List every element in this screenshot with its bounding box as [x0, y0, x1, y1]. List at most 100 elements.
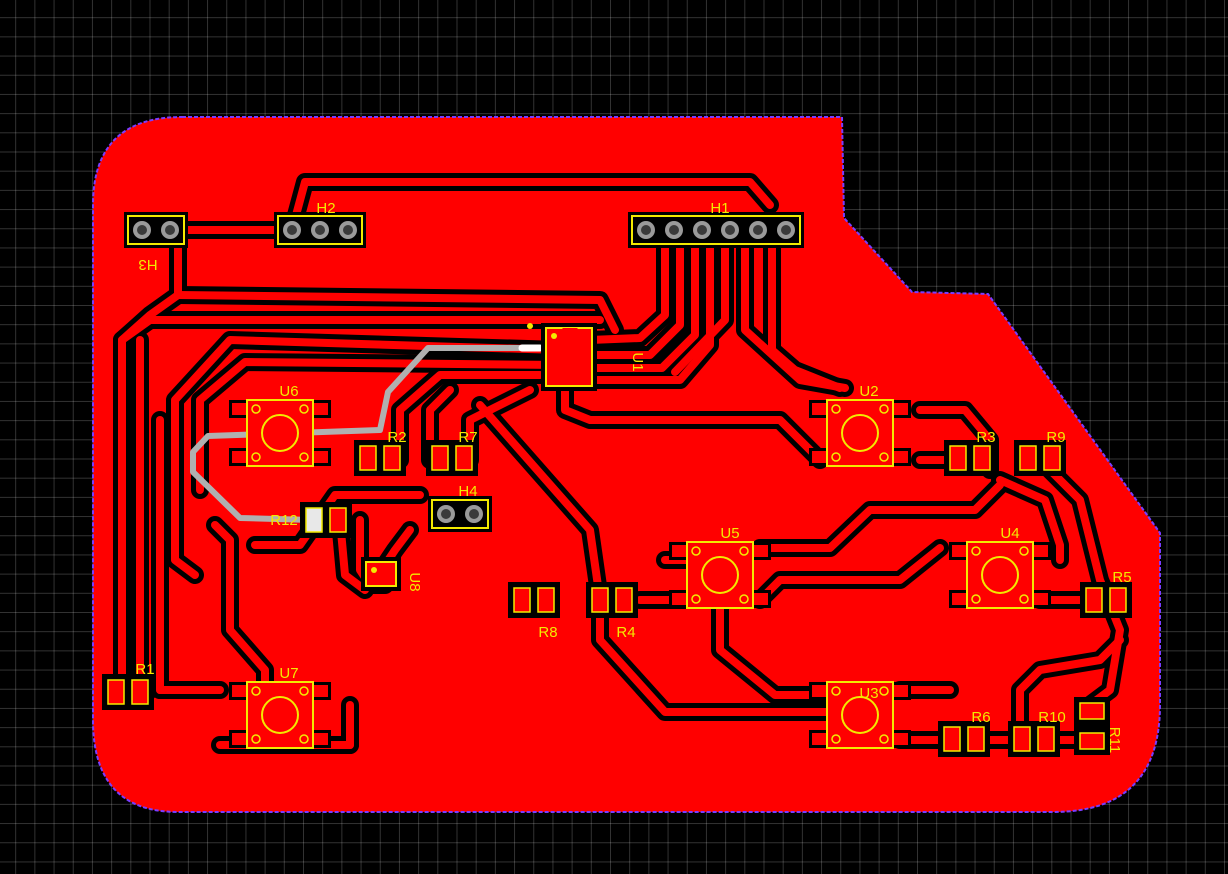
copper-trace-2[interactable] — [288, 178, 774, 234]
u2-pad-3[interactable] — [812, 451, 828, 463]
component-h3[interactable] — [124, 212, 188, 248]
component-r2[interactable] — [354, 440, 406, 476]
component-r11[interactable] — [1074, 697, 1110, 755]
r12-pad-1[interactable] — [305, 507, 323, 533]
copper-trace-4[interactable] — [174, 291, 619, 334]
r1-pad-1[interactable] — [107, 679, 125, 705]
r1-pad-2[interactable] — [131, 679, 149, 705]
r11-pad-2[interactable] — [1079, 732, 1105, 750]
copper-trace-21[interactable] — [396, 371, 544, 464]
u3-mount-4 — [879, 734, 889, 744]
u7-pad-4[interactable] — [312, 733, 328, 745]
u6-pad-1[interactable] — [232, 403, 248, 415]
r10-pad-1[interactable] — [1013, 726, 1031, 752]
u2-pad-1[interactable] — [812, 403, 828, 415]
r9-pad-1[interactable] — [1019, 445, 1037, 471]
component-r1[interactable] — [102, 674, 154, 710]
copper-trace-39[interactable] — [1016, 636, 1124, 734]
component-u3[interactable] — [809, 681, 911, 749]
component-u4[interactable] — [949, 541, 1051, 609]
component-r7[interactable] — [426, 440, 478, 476]
component-r3[interactable] — [944, 440, 996, 476]
component-h4[interactable] — [428, 496, 492, 532]
component-u7[interactable] — [229, 681, 331, 749]
component-h1[interactable] — [628, 212, 804, 248]
u4-pad-3[interactable] — [952, 593, 968, 605]
component-r4[interactable] — [586, 582, 638, 618]
component-r8[interactable] — [508, 582, 560, 618]
copper-trace-23[interactable] — [476, 401, 604, 604]
r2-pad-2[interactable] — [383, 445, 401, 471]
u4-pad-2[interactable] — [1032, 545, 1048, 557]
r3-pad-1[interactable] — [949, 445, 967, 471]
r7-pad-1[interactable] — [431, 445, 449, 471]
h4-drill-2 — [469, 509, 479, 519]
u1-notch-marker — [562, 328, 578, 336]
h3-drill-2 — [165, 225, 175, 235]
u7-pad-2[interactable] — [312, 685, 328, 697]
copper-trace-12[interactable] — [768, 226, 844, 392]
u6-pad-3[interactable] — [232, 451, 248, 463]
r2-pad-1[interactable] — [359, 445, 377, 471]
copper-trace-10[interactable] — [671, 226, 729, 376]
copper-trace-3[interactable] — [118, 226, 182, 694]
copper-trace-7[interactable] — [591, 226, 684, 359]
r4-pad-2[interactable] — [615, 587, 633, 613]
copper-trace-13[interactable] — [561, 371, 824, 464]
r12-pad-2[interactable] — [329, 507, 347, 533]
copper-trace-41[interactable] — [336, 516, 369, 594]
u2-pad-2[interactable] — [892, 403, 908, 415]
u8-body[interactable] — [365, 561, 397, 587]
component-u2[interactable] — [809, 399, 911, 467]
component-u8[interactable] — [361, 557, 401, 591]
component-r10[interactable] — [1008, 721, 1060, 757]
component-r6[interactable] — [938, 721, 990, 757]
copper-trace-8[interactable] — [591, 226, 699, 372]
u7-pad-3[interactable] — [232, 733, 248, 745]
u5-pad-1[interactable] — [672, 545, 688, 557]
h2-drill-2 — [315, 225, 325, 235]
u3-pad-4[interactable] — [892, 733, 908, 745]
component-u1[interactable] — [541, 323, 597, 391]
u4-pad-1[interactable] — [952, 545, 968, 557]
r6-pad-1[interactable] — [943, 726, 961, 752]
copper-trace-27[interactable] — [716, 596, 839, 699]
u2-pad-4[interactable] — [892, 451, 908, 463]
copper-trace-9[interactable] — [591, 226, 714, 384]
component-h2[interactable] — [274, 212, 366, 248]
r10-pad-2[interactable] — [1037, 726, 1055, 752]
u3-pad-2[interactable] — [892, 685, 908, 697]
r9-pad-2[interactable] — [1043, 445, 1061, 471]
r5-pad-1[interactable] — [1085, 587, 1103, 613]
u5-pad-2[interactable] — [752, 545, 768, 557]
u3-pad-3[interactable] — [812, 733, 828, 745]
r8-pad-2[interactable] — [537, 587, 555, 613]
component-u5[interactable] — [669, 541, 771, 609]
copper-trace-14[interactable] — [171, 336, 564, 579]
r5-pad-2[interactable] — [1109, 587, 1127, 613]
u6-pad-2[interactable] — [312, 403, 328, 415]
u5-pad-4[interactable] — [752, 593, 768, 605]
u3-body — [826, 681, 894, 749]
u7-pad-1[interactable] — [232, 685, 248, 697]
u3-pad-1[interactable] — [812, 685, 828, 697]
r3-pad-2[interactable] — [973, 445, 991, 471]
copper-trace-24[interactable] — [596, 596, 839, 716]
copper-trace-28[interactable] — [756, 481, 1004, 552]
u5-pad-3[interactable] — [672, 593, 688, 605]
r8-pad-1[interactable] — [513, 587, 531, 613]
r6-pad-2[interactable] — [967, 726, 985, 752]
component-u6[interactable] — [229, 399, 331, 467]
u6-pad-4[interactable] — [312, 451, 328, 463]
r7-pad-2[interactable] — [455, 445, 473, 471]
r4-pad-1[interactable] — [591, 587, 609, 613]
copper-trace-5[interactable] — [118, 316, 604, 344]
component-r9[interactable] — [1014, 440, 1066, 476]
copper-trace-32[interactable] — [996, 476, 1064, 564]
component-label-r9: R9 — [1046, 429, 1065, 446]
r11-pad-1[interactable] — [1079, 702, 1105, 720]
component-r5[interactable] — [1080, 582, 1132, 618]
component-r12[interactable] — [300, 502, 352, 538]
u4-pad-4[interactable] — [1032, 593, 1048, 605]
